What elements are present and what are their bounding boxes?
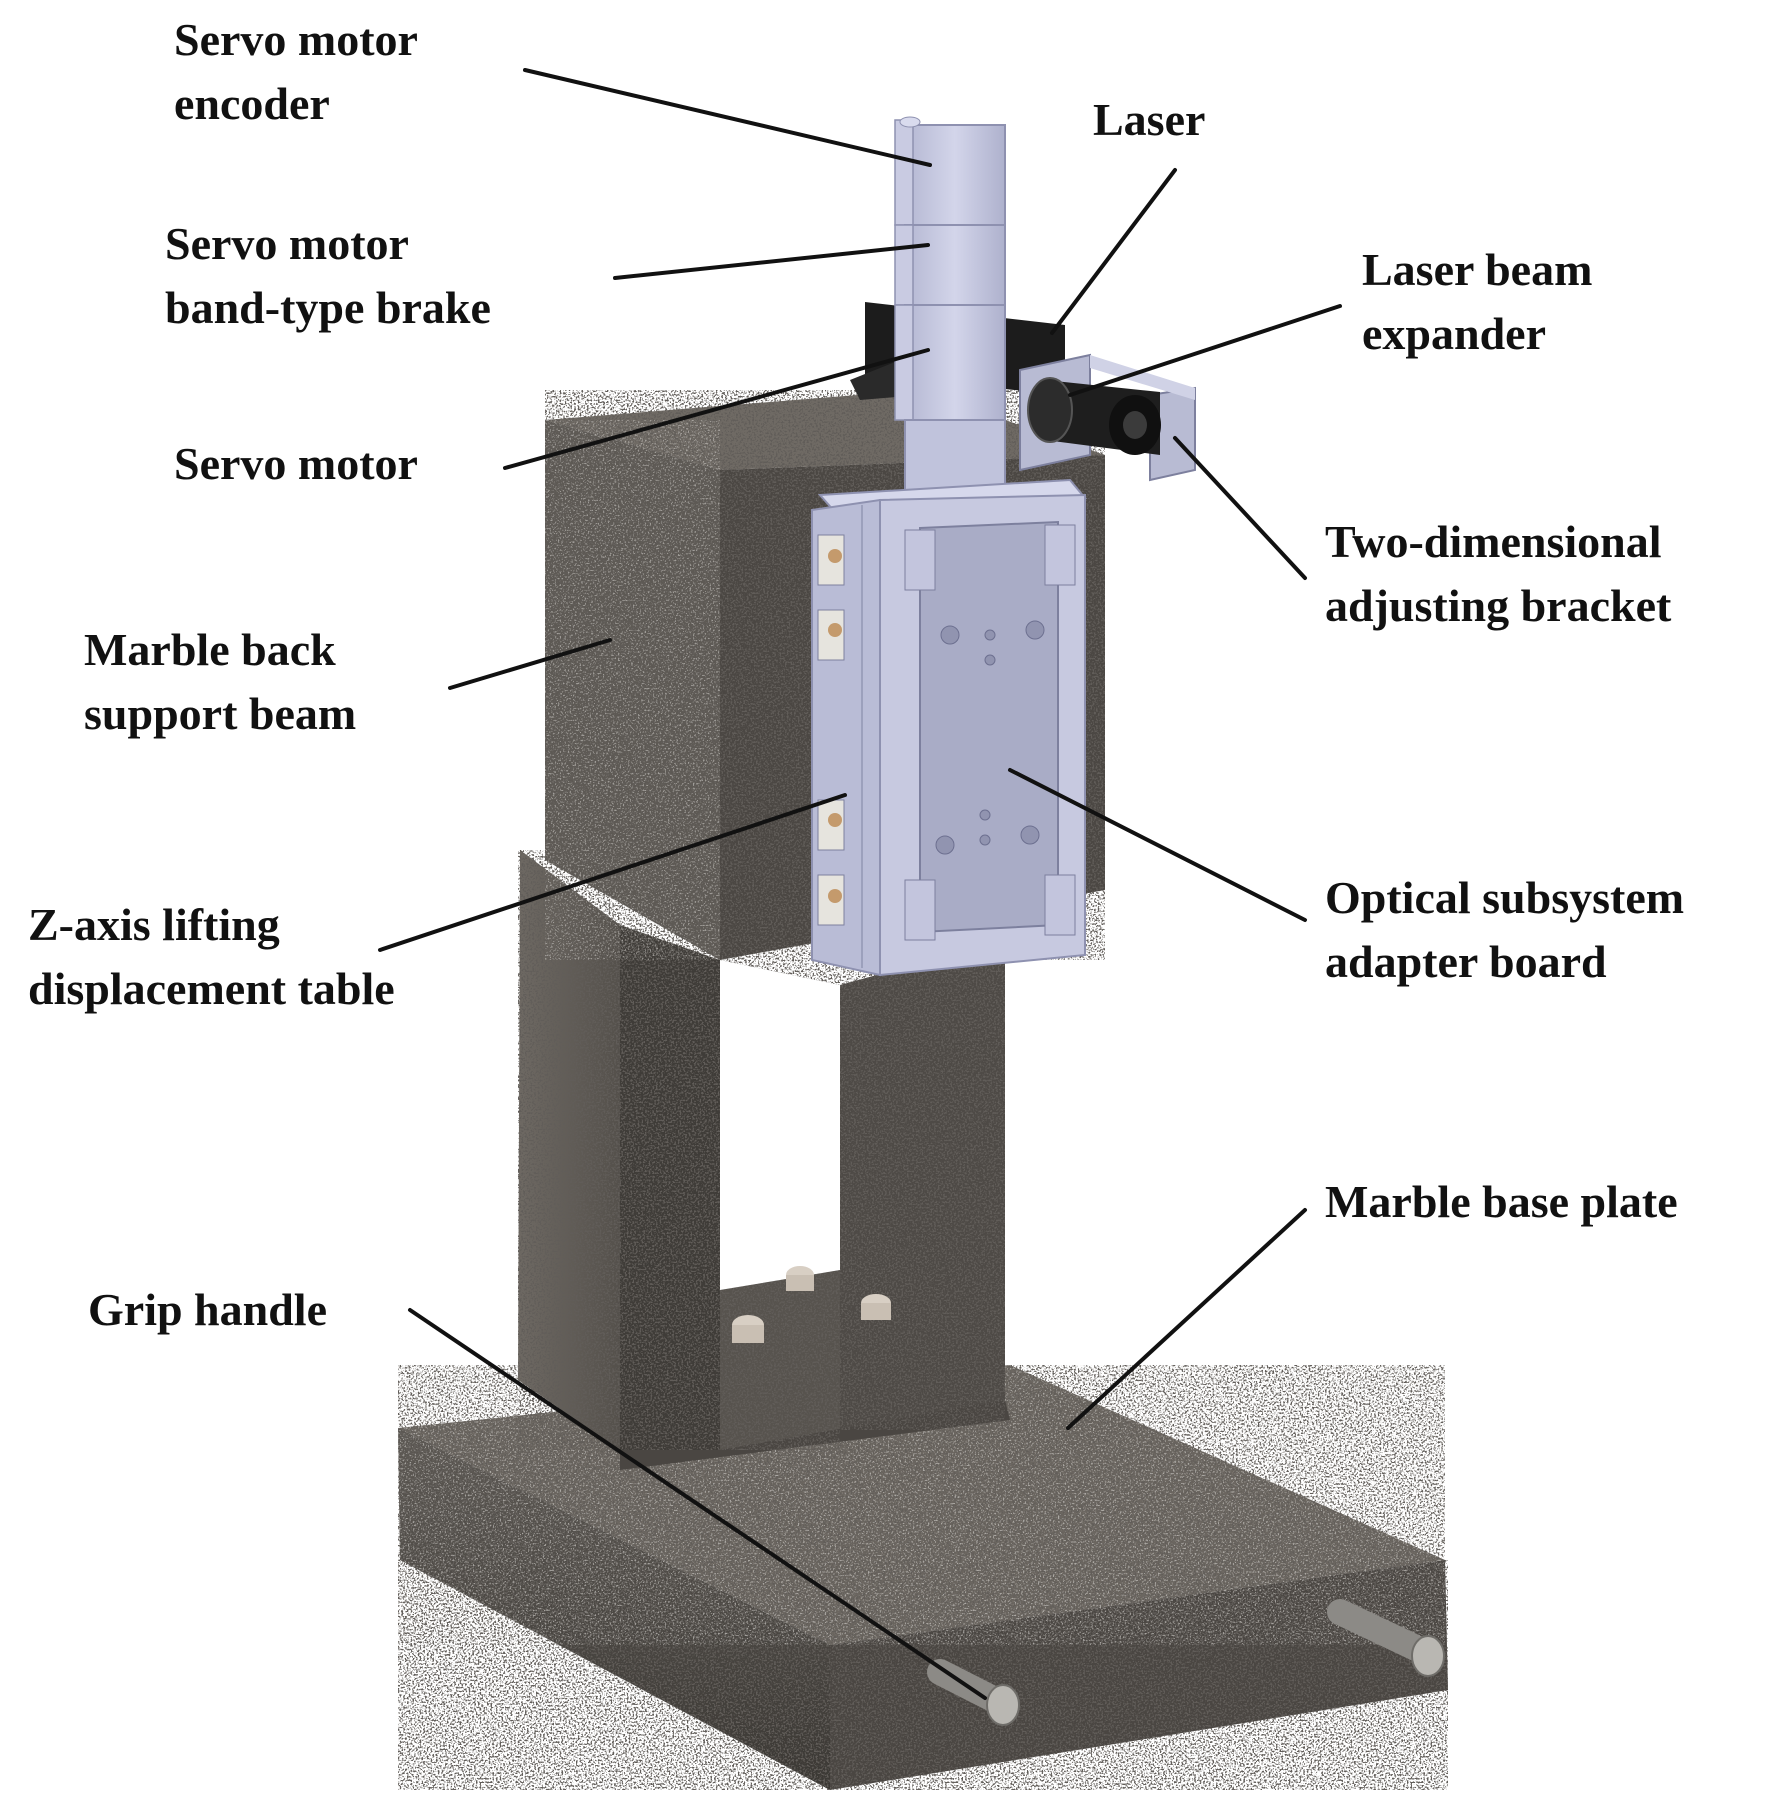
optical-subsystem-adapter-board [904,520,1076,941]
label-two-dimensional-adjusting-bracket: Two-dimensional adjusting bracket [1325,510,1671,638]
label-marble-base-plate: Marble base plate [1325,1170,1678,1234]
leader-two-dim-bracket [1173,436,1307,580]
label-line: Marble back [84,624,336,675]
label-line: Servo motor [174,438,418,489]
label-line: adapter board [1325,936,1607,987]
leader-lines [378,68,1342,1700]
label-servo-motor-encoder: Servo motor encoder [174,8,418,136]
leader-z-axis-table [378,793,847,952]
label-line: displacement table [28,963,395,1014]
leader-marble-base-plate [1066,1208,1307,1430]
label-line: encoder [174,78,330,129]
leader-servo-motor-encoder [523,68,932,167]
label-line: Grip handle [88,1284,328,1335]
label-line: Laser [1093,94,1206,145]
label-optical-subsystem-adapter-board: Optical subsystem adapter board [1325,866,1684,994]
servo-motor-encoder [894,116,1006,226]
servo-motor-band-type-brake [894,224,1006,306]
label-line: band-type brake [165,282,491,333]
label-line: support beam [84,688,357,739]
label-servo-motor-band-type-brake: Servo motor band-type brake [165,212,491,340]
label-marble-back-support-beam: Marble back support beam [84,618,356,746]
label-z-axis-lifting-displacement-table: Z-axis lifting displacement table [28,893,395,1021]
label-line: expander [1362,308,1546,359]
label-line: adjusting bracket [1325,580,1672,631]
leader-servo-motor [503,348,930,470]
leader-grip-handle [408,1308,987,1700]
label-line: Laser beam [1362,244,1593,295]
label-line: Servo motor [165,218,409,269]
label-servo-motor: Servo motor [174,432,418,496]
leader-optical-adapter-board [1008,768,1307,922]
label-laser-beam-expander: Laser beam expander [1362,238,1592,366]
grip-handle-right [1327,1599,1445,1677]
label-laser: Laser [1093,88,1205,152]
label-line: Z-axis lifting [28,899,280,950]
leader-laser [1050,168,1177,335]
leader-marble-back-support-beam [448,638,612,690]
laser-beam-expander [1027,377,1161,455]
label-line: Servo motor [174,14,418,65]
label-line: Optical subsystem [1325,872,1685,923]
label-line: Marble base plate [1325,1176,1678,1227]
servo-motor [894,304,1006,496]
leader-servo-motor-brake [613,243,930,280]
label-line: Two-dimensional [1325,516,1662,567]
label-grip-handle: Grip handle [88,1278,327,1342]
leader-laser-beam-expander [1068,304,1342,397]
